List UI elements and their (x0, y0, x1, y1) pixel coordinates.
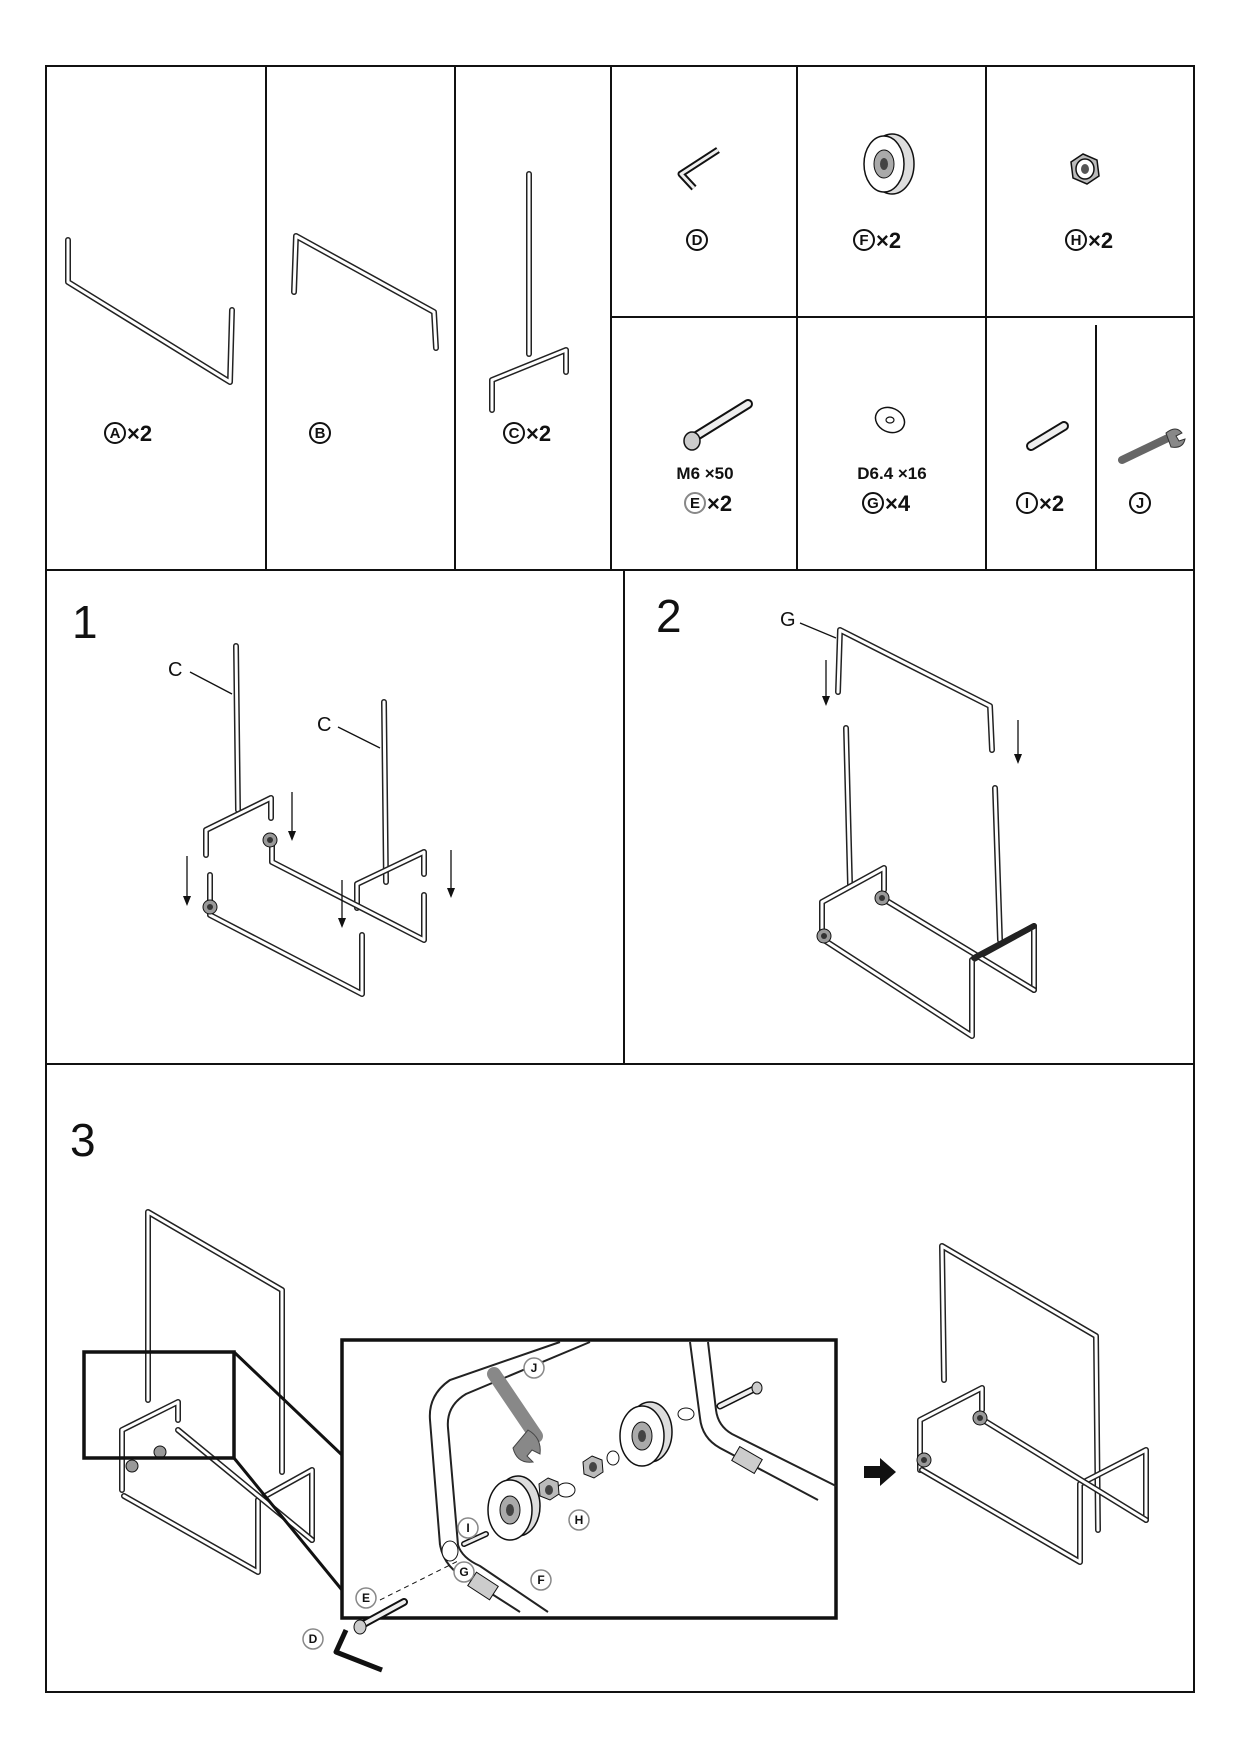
step-2-callout-g: G (780, 609, 796, 631)
hex-key-icon (677, 147, 720, 191)
svg-text:H: H (1071, 232, 1082, 249)
part-h-label: H ×2 (1065, 228, 1113, 253)
wheel-icon (863, 133, 915, 195)
svg-text:×2: ×2 (127, 421, 152, 446)
svg-text:×2: ×2 (526, 421, 551, 446)
svg-text:J: J (1136, 495, 1144, 512)
step-3-assembled-drawing (916, 1243, 1149, 1565)
step-1-callout-c2: C (317, 714, 331, 736)
frame-grid (45, 65, 1195, 1693)
svg-text:G: G (867, 495, 879, 512)
step-1-callout-c1: C (168, 659, 182, 681)
step-3-callouts: J H I F G E D (302, 1357, 590, 1650)
part-e-label: E ×2 (684, 491, 732, 516)
part-j-label: J (1129, 492, 1151, 514)
spacer-icon (1026, 421, 1069, 451)
bolt-icon (683, 399, 753, 451)
svg-text:F: F (537, 1573, 544, 1587)
svg-text:G: G (459, 1565, 468, 1579)
step-1-drawing (183, 643, 455, 997)
part-i-label: I ×2 (1016, 491, 1064, 516)
part-d-label: D (686, 229, 708, 251)
part-a-drawing (65, 237, 235, 385)
svg-text:H: H (575, 1513, 584, 1527)
wrench-icon (1118, 428, 1186, 464)
part-b-drawing (291, 233, 439, 351)
step-1-number: 1 (72, 596, 98, 648)
svg-text:I: I (1025, 495, 1029, 512)
part-f-label: F ×2 (853, 228, 901, 253)
arrow-right-icon (864, 1458, 896, 1486)
svg-text:D: D (309, 1632, 318, 1646)
washer-icon (874, 406, 906, 434)
svg-text:E: E (362, 1591, 370, 1605)
part-g-spec: D6.4 ×16 (857, 464, 926, 483)
part-e-spec: M6 ×50 (676, 464, 733, 483)
step-2-number: 2 (656, 590, 682, 642)
svg-text:A: A (110, 425, 121, 442)
svg-text:F: F (859, 232, 868, 249)
part-c-label: C ×2 (503, 421, 551, 446)
part-b-label: B (309, 422, 331, 444)
svg-text:J: J (531, 1361, 538, 1375)
part-g-label: G ×4 (862, 491, 911, 516)
svg-text:×2: ×2 (1039, 491, 1064, 516)
lock-nut-icon (1070, 153, 1100, 185)
step-2-drawing (799, 622, 1037, 1039)
svg-text:D: D (692, 232, 703, 249)
svg-text:B: B (315, 425, 326, 442)
zoom-box (82, 1350, 236, 1460)
svg-text:×2: ×2 (876, 228, 901, 253)
svg-text:E: E (690, 495, 700, 512)
step-3-detail-inset (340, 1338, 838, 1620)
step-3-overview-drawing (82, 1209, 344, 1591)
svg-text:I: I (466, 1521, 469, 1535)
part-c-drawing (489, 171, 569, 413)
svg-text:×2: ×2 (707, 491, 732, 516)
letter-circle (104, 422, 126, 444)
svg-text:×2: ×2 (1088, 228, 1113, 253)
step-3-number: 3 (70, 1114, 96, 1166)
svg-text:×4: ×4 (885, 491, 911, 516)
step-3-tools-drawing (333, 1598, 408, 1673)
part-a-label: A ×2 (104, 421, 152, 446)
svg-text:C: C (509, 425, 520, 442)
